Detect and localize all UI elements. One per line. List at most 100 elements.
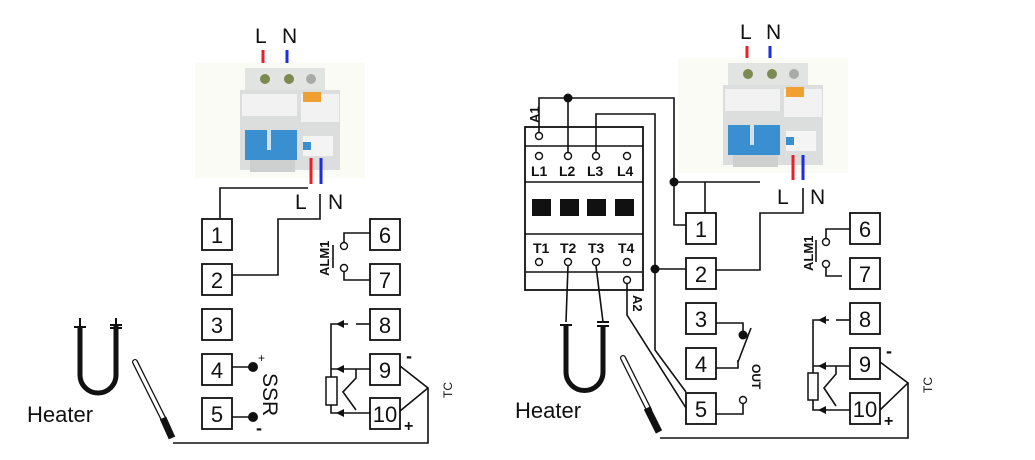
contactor-l1-label: L1 <box>531 163 548 179</box>
right-tc-plus: + <box>884 413 893 430</box>
left-tc-wires <box>399 365 430 412</box>
left-circuit-breaker <box>195 63 365 178</box>
right-diagram: L N L N A1 <box>515 21 935 439</box>
contactor-l4-label: L4 <box>617 163 634 179</box>
left-terminal-8: 8 <box>369 308 401 341</box>
right-alarm-contact <box>821 259 831 269</box>
right-out-label: OUT <box>749 364 763 390</box>
right-circuit-breaker <box>678 58 848 173</box>
svg-text:6: 6 <box>859 217 871 242</box>
right-terminal-10: 10 <box>849 392 881 425</box>
right-out-wire-3 <box>716 322 744 333</box>
right-tc-label: TC <box>921 377 935 393</box>
right-terminal-4: 4 <box>685 347 717 380</box>
svg-text:8: 8 <box>859 307 871 332</box>
left-ssr-minus-terminal <box>248 412 258 422</box>
svg-text:10: 10 <box>373 402 397 427</box>
right-alarm-label: ALM1 <box>801 236 816 271</box>
left-alarm-contact <box>339 241 349 251</box>
svg-text:5: 5 <box>695 397 707 422</box>
left-wire-n-to-2 <box>232 194 321 276</box>
left-ssr-plus: + <box>258 351 265 365</box>
contactor-t3-label: T3 <box>588 240 605 256</box>
left-terminal-2: 2 <box>201 263 233 296</box>
contactor <box>524 126 644 291</box>
left-tc-minus: - <box>406 346 412 366</box>
left-alarm-wire-6 <box>343 232 370 242</box>
svg-text:9: 9 <box>379 358 391 383</box>
contactor-a2-label: A2 <box>630 295 645 312</box>
svg-text:6: 6 <box>379 223 391 248</box>
left-terminal-5: 5 <box>201 397 233 430</box>
right-wire-a2-to-5 <box>626 284 687 409</box>
left-heater-icon <box>74 318 122 396</box>
right-terminal-1: 1 <box>685 212 717 245</box>
left-terminal-1: 1 <box>201 218 233 251</box>
left-out-l-label: L <box>295 191 307 214</box>
right-out-switch-icon <box>737 327 752 363</box>
left-thermocouple-probe-icon <box>132 359 176 440</box>
left-terminal-9: 9 <box>369 353 401 386</box>
left-alarm-label: ALM1 <box>317 241 332 276</box>
left-rtd-resistor-icon <box>325 376 338 406</box>
left-ssr-minus: - <box>256 418 262 438</box>
left-wire-l-to-1 <box>219 187 308 218</box>
left-out-n-label: N <box>328 191 343 214</box>
left-tc-plus: + <box>404 418 413 435</box>
right-supply-n-label: N <box>766 21 781 44</box>
svg-text:7: 7 <box>859 262 871 287</box>
left-terminal-7: 7 <box>369 263 401 296</box>
right-out-n-label: N <box>810 186 825 209</box>
left-heater-label: Heater <box>27 402 93 427</box>
contactor-l2-label: L2 <box>559 163 576 179</box>
left-ssr-label: SSR <box>258 373 281 416</box>
right-supply-l-label: L <box>740 21 752 44</box>
left-probe-cable <box>173 388 429 444</box>
left-supply-n-label: N <box>282 25 297 48</box>
right-terminal-9: 9 <box>849 347 881 380</box>
left-terminal-6: 6 <box>369 218 401 251</box>
right-terminal-3: 3 <box>685 302 717 335</box>
svg-text:5: 5 <box>211 402 223 427</box>
svg-text:2: 2 <box>211 268 223 293</box>
right-wire-l3-to-4 <box>595 113 687 393</box>
left-terminal-4: 4 <box>201 353 233 386</box>
right-probe-cable <box>660 383 909 439</box>
left-terminal-3: 3 <box>201 308 233 341</box>
right-terminal-7: 7 <box>849 257 881 290</box>
right-terminal-6: 6 <box>849 212 881 245</box>
contactor-t4-label: T4 <box>618 240 635 256</box>
contactor-l3-label: L3 <box>587 163 604 179</box>
svg-text:8: 8 <box>379 313 391 338</box>
contactor-t2-label: T2 <box>560 240 577 256</box>
left-alarm-wire-7 <box>343 272 370 281</box>
right-out-contact <box>738 330 748 340</box>
left-alarm-contact <box>339 263 349 273</box>
svg-text:9: 9 <box>859 352 871 377</box>
svg-text:1: 1 <box>211 223 223 248</box>
svg-text:4: 4 <box>211 358 223 383</box>
right-wire-a1-to-1 <box>538 97 686 226</box>
right-tc-wires <box>879 361 910 411</box>
svg-text:3: 3 <box>695 307 707 332</box>
right-heater-label: Heater <box>515 398 581 423</box>
left-tc-input-symbol <box>341 369 357 411</box>
right-rtd-resistor-icon <box>807 372 819 401</box>
right-terminal-8: 8 <box>849 302 881 335</box>
left-supply-l-label: L <box>255 25 267 48</box>
right-terminal-5: 5 <box>685 392 717 425</box>
right-alarm-contact <box>821 237 831 247</box>
left-ssr-plus-terminal <box>248 362 258 372</box>
right-out-l-label: L <box>777 186 789 209</box>
svg-text:1: 1 <box>695 217 707 242</box>
svg-text:3: 3 <box>211 313 223 338</box>
left-terminal-10: 10 <box>369 397 401 430</box>
contactor-t1-label: T1 <box>533 240 550 256</box>
svg-text:4: 4 <box>695 352 707 377</box>
svg-text:2: 2 <box>695 262 707 287</box>
left-diagram: L N L N 1 2 3 4 5 6 7 8 9 10 ALM1 + SS <box>27 25 455 444</box>
right-wire-n-to-2 <box>716 188 804 271</box>
left-tc-label: TC <box>441 382 455 398</box>
